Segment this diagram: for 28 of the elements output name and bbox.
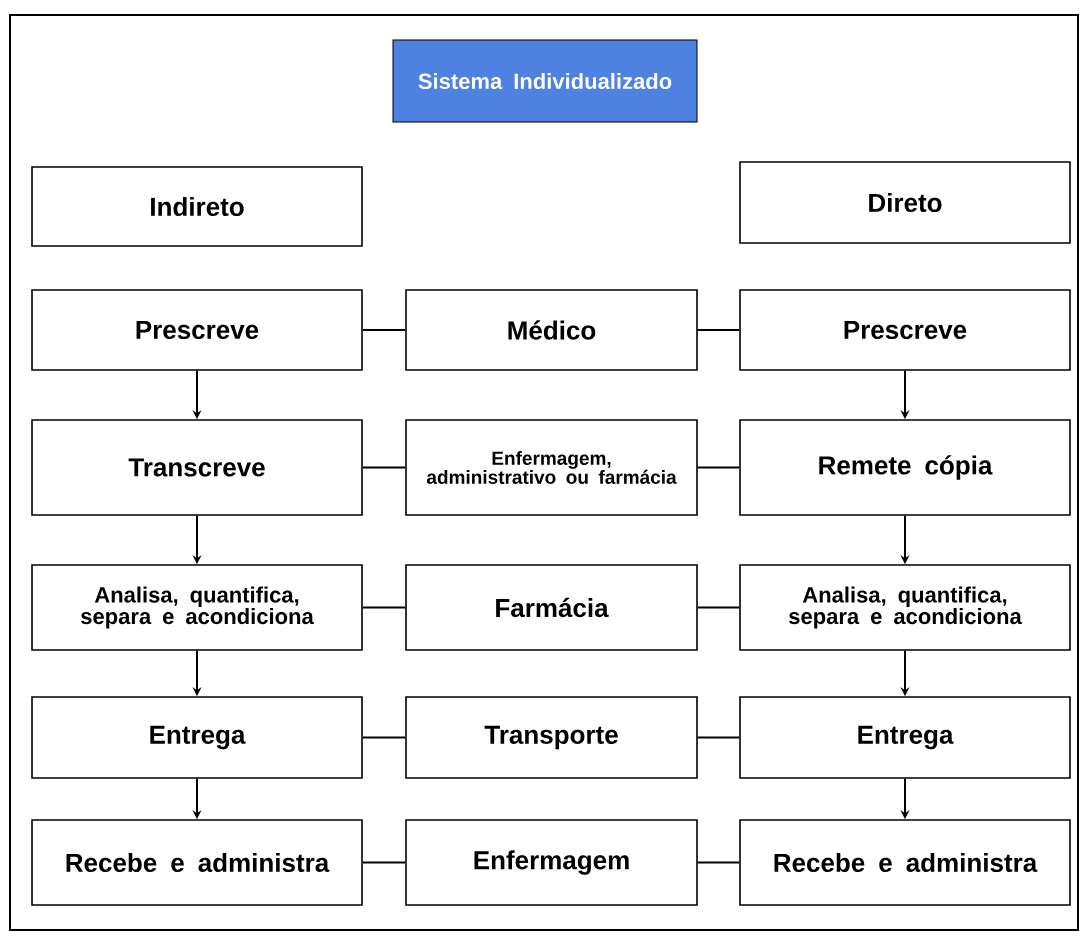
connector-line [361,329,407,331]
process-box: Prescreve [31,289,363,371]
process-box: Enfermagem [405,819,698,906]
connector-line [696,736,741,739]
process-box: Analisa, quantifica, separa e acondiciona [739,564,1071,651]
process-box: Farmácia [405,564,698,651]
process-box: Recebe e administra [31,819,363,906]
connector-line [696,466,741,469]
connector-line [361,861,407,864]
process-box: Remete cópia [739,419,1071,516]
process-box: Transcreve [31,419,363,516]
process-box: Prescreve [739,289,1071,371]
connector-line [696,329,741,331]
connector-line [696,606,741,609]
connector-line [361,736,407,739]
process-box: Entrega [31,696,363,779]
connector-line [361,466,407,469]
process-box: Direto [739,161,1071,244]
connector-line [361,606,407,609]
process-box: Transporte [405,696,698,779]
connector-line [696,861,741,864]
process-box: Recebe e administra [739,819,1071,906]
title-box: Sistema Individualizado [392,39,698,123]
process-box: Entrega [739,696,1071,779]
process-box: Indireto [31,166,363,247]
process-box: Médico [405,289,698,371]
process-box: Enfermagem, administrativo ou farmácia [405,419,698,516]
process-box: Analisa, quantifica, separa e acondiciona [31,564,363,651]
